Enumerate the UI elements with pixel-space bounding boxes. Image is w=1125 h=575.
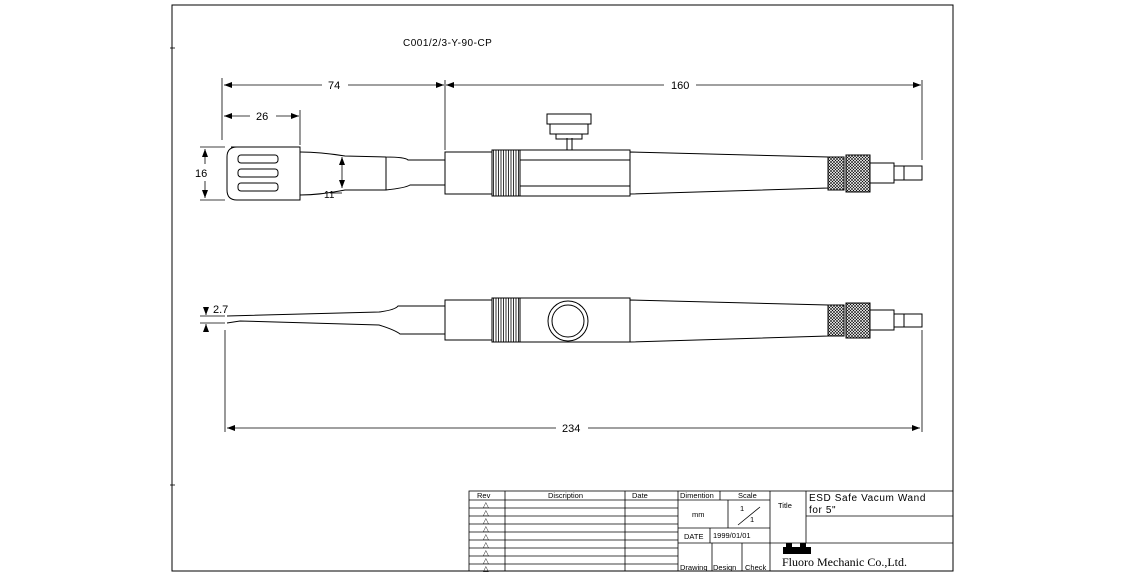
description-header: Discription — [548, 491, 583, 500]
dim-160: 160 — [671, 80, 689, 92]
dim-74: 74 — [328, 80, 340, 92]
date-value: 1999/01/01 — [713, 531, 751, 540]
scale-header: Scale — [738, 491, 757, 500]
design-label: Design — [713, 563, 736, 572]
scale-numerator: 1 — [740, 504, 744, 513]
title-block-text: Rev Discription Date △ △ △ △ △ △ △ △ △ D… — [477, 491, 792, 573]
rev-mark-6: △ — [483, 540, 490, 549]
dim-2-7: 2.7 — [213, 304, 228, 316]
dim-234: 234 — [562, 423, 580, 435]
part-code: C001/2/3-Y-90-CP — [403, 38, 492, 49]
title-label: Title — [778, 501, 792, 510]
rev-mark-3: △ — [483, 516, 490, 525]
title-block — [468, 490, 954, 572]
title-line-2: for 5" — [809, 505, 836, 516]
dim-11: 11 — [324, 190, 335, 201]
company-name: Fluoro Mechanic Co.,Ltd. — [782, 555, 907, 569]
check-label: Check — [745, 563, 767, 572]
rev-mark-1: △ — [483, 500, 490, 509]
rev-mark-5: △ — [483, 532, 490, 541]
drawing-label: Drawing — [680, 563, 708, 572]
dimention-header: Dimention — [680, 491, 714, 500]
rev-mark-8: △ — [483, 556, 490, 565]
scale-denominator: 1 — [750, 515, 754, 524]
rev-header: Rev — [477, 491, 491, 500]
dim-26: 26 — [256, 111, 268, 123]
drawing-frame — [171, 4, 954, 572]
dimension-labels: 74 160 26 16 11 2.7 234 — [195, 80, 689, 435]
dim-16: 16 — [195, 168, 207, 180]
rev-mark-7: △ — [483, 548, 490, 557]
rev-mark-2: △ — [483, 508, 490, 517]
title-line-1: ESD Safe Vacum Wand — [809, 493, 926, 504]
rev-mark-4: △ — [483, 524, 490, 533]
dimention-value: mm — [692, 510, 705, 519]
company-logo — [783, 543, 811, 554]
rev-mark-9: △ — [483, 564, 490, 573]
dimension-lines — [200, 78, 923, 432]
date-header: Date — [632, 491, 648, 500]
date-label: DATE — [684, 532, 703, 541]
wand-side-view — [226, 297, 923, 343]
wand-top-view — [226, 113, 923, 201]
